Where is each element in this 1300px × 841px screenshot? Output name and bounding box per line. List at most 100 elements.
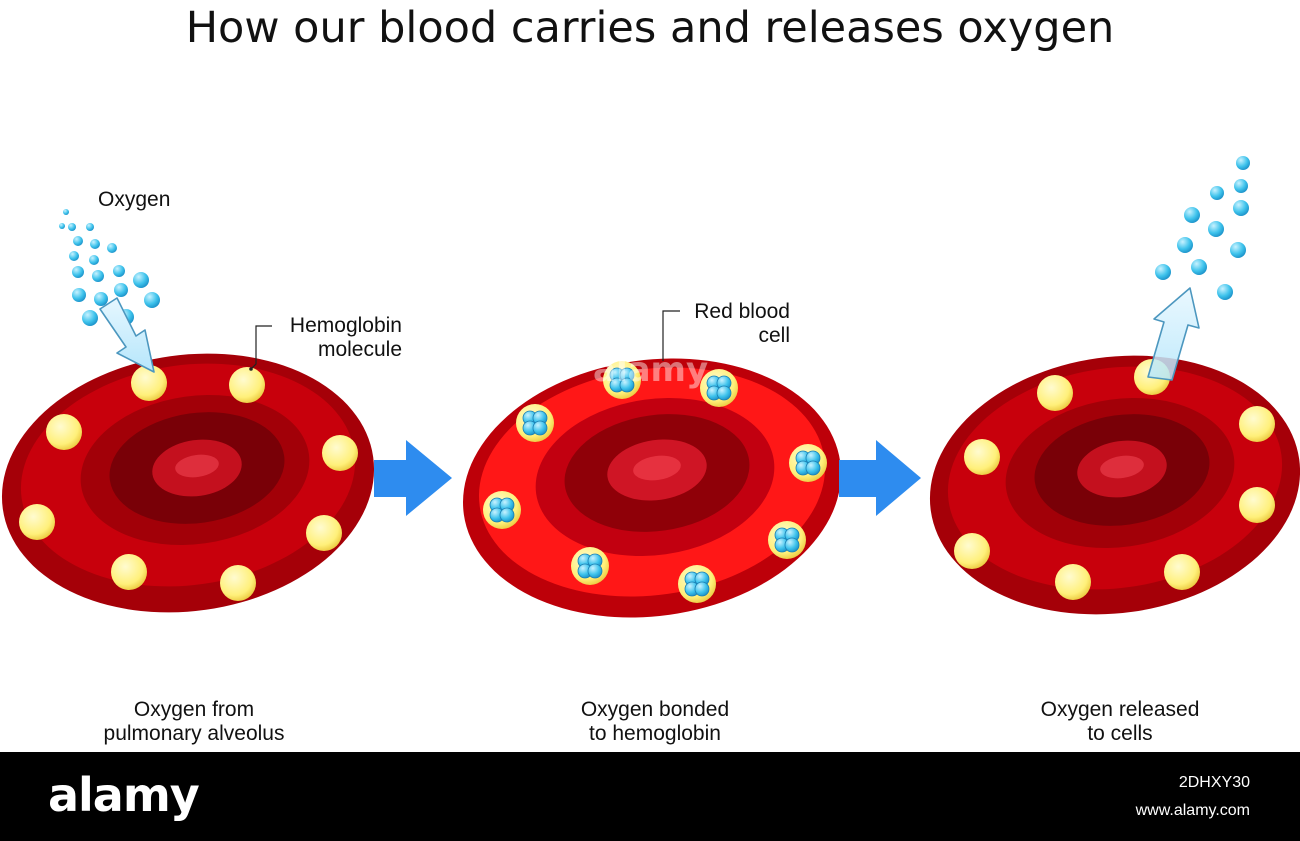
hemoglobin-molecule xyxy=(229,367,265,403)
oxygen-label: Oxygen xyxy=(98,188,171,211)
caption-step-3-line-2: to cells xyxy=(1087,722,1153,745)
hemoglobin-label-line-2: molecule xyxy=(317,338,402,361)
hemoglobin-molecule xyxy=(19,504,55,540)
oxygen-molecule xyxy=(1233,200,1249,216)
red-blood-cell-1 xyxy=(1,353,375,613)
image-id: 2DHXY30 xyxy=(1178,774,1250,791)
oxygen-molecule xyxy=(114,283,128,297)
hemoglobin-molecule xyxy=(954,533,990,569)
diagram-svg xyxy=(1,156,1300,618)
flow-arrow-1 xyxy=(374,440,452,516)
oxygen-molecule xyxy=(1236,156,1250,170)
cell-2-highlight xyxy=(633,455,681,481)
hemoglobin-label-line-1: Hemoglobin xyxy=(289,314,402,337)
hemoglobin-molecule xyxy=(46,414,82,450)
oxygen-molecule xyxy=(1191,259,1207,275)
oxygen-molecule xyxy=(805,460,821,476)
hemoglobin-molecule xyxy=(1037,375,1073,411)
oxygen-molecule xyxy=(1177,237,1193,253)
hemoglobin-molecule xyxy=(220,565,256,601)
oxygen-molecule xyxy=(1155,264,1171,280)
oxygen-molecule xyxy=(59,223,65,229)
oxygen-molecule xyxy=(72,266,84,278)
oxyhemoglobin-molecule xyxy=(700,369,738,407)
oxygen-molecule xyxy=(1234,179,1248,193)
oxygen-molecule xyxy=(784,537,800,553)
red-blood-cell-label-line-2: cell xyxy=(758,324,790,347)
oxygen-particles-outgoing xyxy=(1155,156,1250,300)
oxyhemoglobin-molecule xyxy=(483,491,521,529)
hemoglobin-label: Hemoglobin molecule xyxy=(240,314,402,362)
oxygen-molecule xyxy=(587,563,603,579)
site-url[interactable]: www.alamy.com xyxy=(1135,802,1250,819)
oxygen-molecule xyxy=(68,223,76,231)
oxygen-molecule xyxy=(82,310,98,326)
oxygen-molecule xyxy=(69,251,79,261)
oxygen-molecule xyxy=(89,255,99,265)
oxyhemoglobin-molecule xyxy=(603,361,641,399)
alamy-logo[interactable]: alamy xyxy=(48,768,200,822)
oxygen-molecule xyxy=(694,581,710,597)
red-blood-cell-leader-line xyxy=(662,310,680,361)
caption-step-2-line-1: Oxygen bonded xyxy=(580,698,730,721)
oxygen-out-arrow xyxy=(1147,287,1200,381)
caption-step-2: Oxygen bonded to hemoglobin xyxy=(525,698,785,746)
oxygen-molecule xyxy=(1217,284,1233,300)
oxygen-molecule xyxy=(73,236,83,246)
footer-bar: alamy 2DHXY30 www.alamy.com xyxy=(0,752,1300,841)
oxygen-particles-incoming xyxy=(59,209,160,326)
oxygen-molecule xyxy=(94,292,108,306)
oxyhemoglobin-group xyxy=(483,361,827,603)
oxygen-molecule xyxy=(72,288,86,302)
oxygen-molecule xyxy=(144,292,160,308)
hemoglobin-molecule xyxy=(1239,406,1275,442)
oxygen-molecule xyxy=(113,265,125,277)
hemoglobin-group-1 xyxy=(19,365,358,601)
page-title: How our blood carries and releases oxyge… xyxy=(185,3,1115,53)
caption-step-3-line-1: Oxygen released xyxy=(1040,698,1200,721)
oxygen-molecule xyxy=(133,272,149,288)
hemoglobin-molecule xyxy=(964,439,1000,475)
oxygen-molecule xyxy=(86,223,94,231)
oxyhemoglobin-molecule xyxy=(789,444,827,482)
oxygen-in-arrow xyxy=(99,297,155,373)
oxygen-molecule xyxy=(532,420,548,436)
hemoglobin-leader-line xyxy=(250,325,272,370)
oxyhemoglobin-molecule xyxy=(571,547,609,585)
caption-step-1: Oxygen from pulmonary alveolus xyxy=(64,698,324,746)
oxygen-molecule xyxy=(92,270,104,282)
red-blood-cell-label-line-1: Red blood xyxy=(694,300,790,323)
oxygen-molecule xyxy=(107,243,117,253)
caption-step-1-line-1: Oxygen from xyxy=(133,698,255,721)
flow-arrow-2 xyxy=(839,440,921,516)
caption-step-1-line-2: pulmonary alveolus xyxy=(103,722,285,745)
hemoglobin-leader-dot xyxy=(249,367,253,371)
oxygen-molecule xyxy=(716,385,732,401)
oxygen-molecule xyxy=(1230,242,1246,258)
cell-1-highlight xyxy=(175,454,219,478)
oxyhemoglobin-molecule xyxy=(768,521,806,559)
oxyhemoglobin-molecule xyxy=(678,565,716,603)
cell-3-highlight xyxy=(1100,455,1144,479)
red-blood-cell-label: Red blood cell xyxy=(660,300,790,348)
caption-step-2-line-2: to hemoglobin xyxy=(589,722,721,745)
oxygen-molecule xyxy=(499,507,515,523)
oxygen-molecule xyxy=(63,209,69,215)
hemoglobin-molecule xyxy=(131,365,167,401)
hemoglobin-molecule xyxy=(1055,564,1091,600)
watermark: alamy xyxy=(593,350,709,390)
oxygen-molecule xyxy=(1184,207,1200,223)
oxygen-molecule xyxy=(1208,221,1224,237)
oxygen-molecule xyxy=(1210,186,1224,200)
red-blood-cell-2 xyxy=(463,358,841,618)
oxygen-molecule xyxy=(619,377,635,393)
oxyhemoglobin-molecule xyxy=(516,404,554,442)
hemoglobin-molecule xyxy=(322,435,358,471)
caption-step-3: Oxygen released to cells xyxy=(990,698,1250,746)
hemoglobin-molecule xyxy=(306,515,342,551)
hemoglobin-molecule xyxy=(111,554,147,590)
hemoglobin-molecule xyxy=(1239,487,1275,523)
red-blood-cell-3 xyxy=(929,355,1300,615)
oxygen-molecule xyxy=(90,239,100,249)
